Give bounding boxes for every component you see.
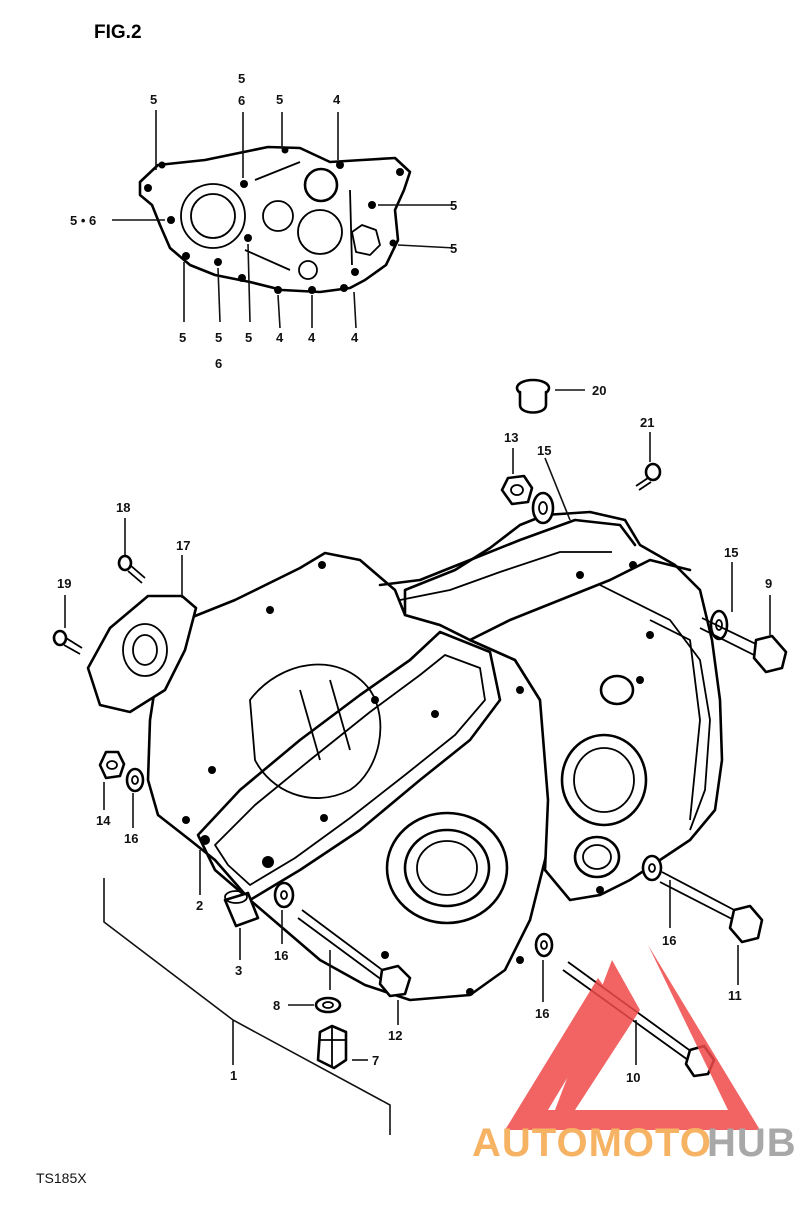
model-code: TS185X: [36, 1170, 87, 1186]
gasket-part-17: [86, 555, 198, 714]
assembly-bracket-part-1: [103, 878, 391, 1135]
washer-part-15b: [709, 562, 733, 641]
bolt-part-11: [659, 871, 764, 985]
figure-title: FIG.2: [94, 22, 142, 43]
crankcase-holes: [182, 561, 654, 996]
part-label: 12: [388, 1028, 402, 1043]
washer-part-16: [125, 767, 145, 828]
inset-label: 5 • 6: [70, 213, 96, 228]
part-label: 16: [274, 948, 288, 963]
inset-label: 5: [245, 330, 252, 345]
bolt-part-19: [52, 595, 83, 655]
part-label: 9: [765, 576, 772, 591]
automotohub-watermark: AUTOMOTO HUB: [472, 945, 797, 1165]
washer-part-16d: [534, 932, 554, 1002]
inset-label: 5: [450, 198, 457, 213]
bolt-part-9: [699, 595, 788, 674]
inset-label: 5: [179, 330, 186, 345]
watermark-text-hub: HUB: [707, 1121, 797, 1165]
part-label: 8: [273, 998, 280, 1013]
part-label: 14: [96, 813, 111, 828]
part-label: 15: [537, 443, 551, 458]
inset-label: 4: [333, 92, 341, 107]
dowel-pin-part-3: [223, 890, 260, 960]
part-label: 17: [176, 538, 190, 553]
nut-part-13: [500, 448, 534, 506]
inset-label: 4: [276, 330, 284, 345]
inset-label: 5: [238, 71, 245, 86]
inset-label: 6: [215, 356, 222, 371]
part-label: 10: [626, 1070, 640, 1085]
part-label: 16: [124, 831, 138, 846]
watermark-triangle-logo: [505, 945, 760, 1130]
inset-bolt-holes: [144, 146, 404, 294]
part-label: 20: [592, 383, 606, 398]
part-label: 16: [535, 1006, 549, 1021]
part-label: 7: [372, 1053, 379, 1068]
drain-bolt-part-7: [316, 1024, 368, 1070]
inset-label: 5: [215, 330, 222, 345]
part-label: 15: [724, 545, 738, 560]
screw-part-18: [117, 518, 146, 584]
part-label: 13: [504, 430, 518, 445]
part-label: 1: [230, 1068, 237, 1083]
inset-label: 5: [150, 92, 157, 107]
inset-label: 4: [308, 330, 316, 345]
part-label: 11: [728, 988, 742, 1003]
washer-part-16c: [641, 854, 671, 928]
part-labels: 18 17 19 14 16 2 3 16 8 7 1 12 20 13 15 …: [57, 383, 772, 1085]
plug-part-20: [515, 378, 585, 414]
washer-part-15: [531, 457, 571, 525]
crankcase-assembly: [146, 510, 724, 1002]
inset-label: 5: [450, 241, 457, 256]
part-label: 21: [640, 415, 654, 430]
part-label: 2: [196, 898, 203, 913]
washer-part-8: [288, 996, 342, 1014]
bolt-part-12: [297, 909, 412, 1025]
inset-label: 5: [276, 92, 283, 107]
inset-label: 4: [351, 330, 359, 345]
washer-part-16: [273, 881, 295, 944]
part-label: 19: [57, 576, 71, 591]
part-label: 3: [235, 963, 242, 978]
part-label: 16: [662, 933, 676, 948]
part-label: 18: [116, 500, 130, 515]
crankcase-bolt-layout-inset: 5 5 6 5 4 5 • 6 5 5 5 5 6 5 4 4 4: [70, 71, 457, 371]
watermark-text-automoto: AUTOMOTO: [472, 1121, 712, 1165]
screw-part-21: [635, 432, 662, 491]
nut-part-14: [98, 750, 126, 810]
inset-label: 6: [238, 93, 245, 108]
